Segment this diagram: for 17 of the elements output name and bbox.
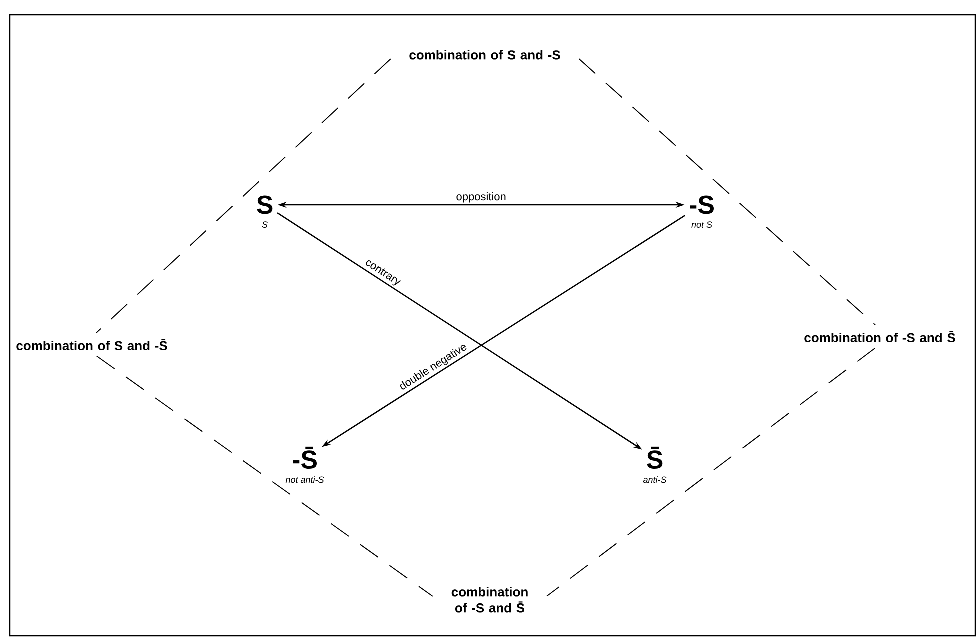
edge-label: opposition	[456, 192, 506, 203]
dashed-line	[96, 356, 434, 597]
combination-label: combination of S and -S̄	[16, 339, 168, 351]
dashed-line	[546, 348, 876, 597]
dashed-line	[96, 58, 392, 334]
caption-text: not S	[692, 222, 712, 228]
dashed-line	[578, 58, 876, 326]
caption-text: anti-S	[643, 476, 667, 484]
term-symbol: -S̄	[293, 446, 317, 470]
combination-label: combination of -S and S̄	[804, 331, 956, 343]
term-symbol: S	[257, 196, 273, 214]
term-symbol: S̄	[647, 446, 663, 470]
caption-text: not anti-S	[286, 476, 324, 484]
combination-label: combination of S and -S	[410, 50, 560, 60]
combination-label: combination of -S and S̄	[452, 587, 528, 613]
term-symbol: -S	[690, 196, 714, 214]
caption-text: S	[262, 222, 268, 228]
